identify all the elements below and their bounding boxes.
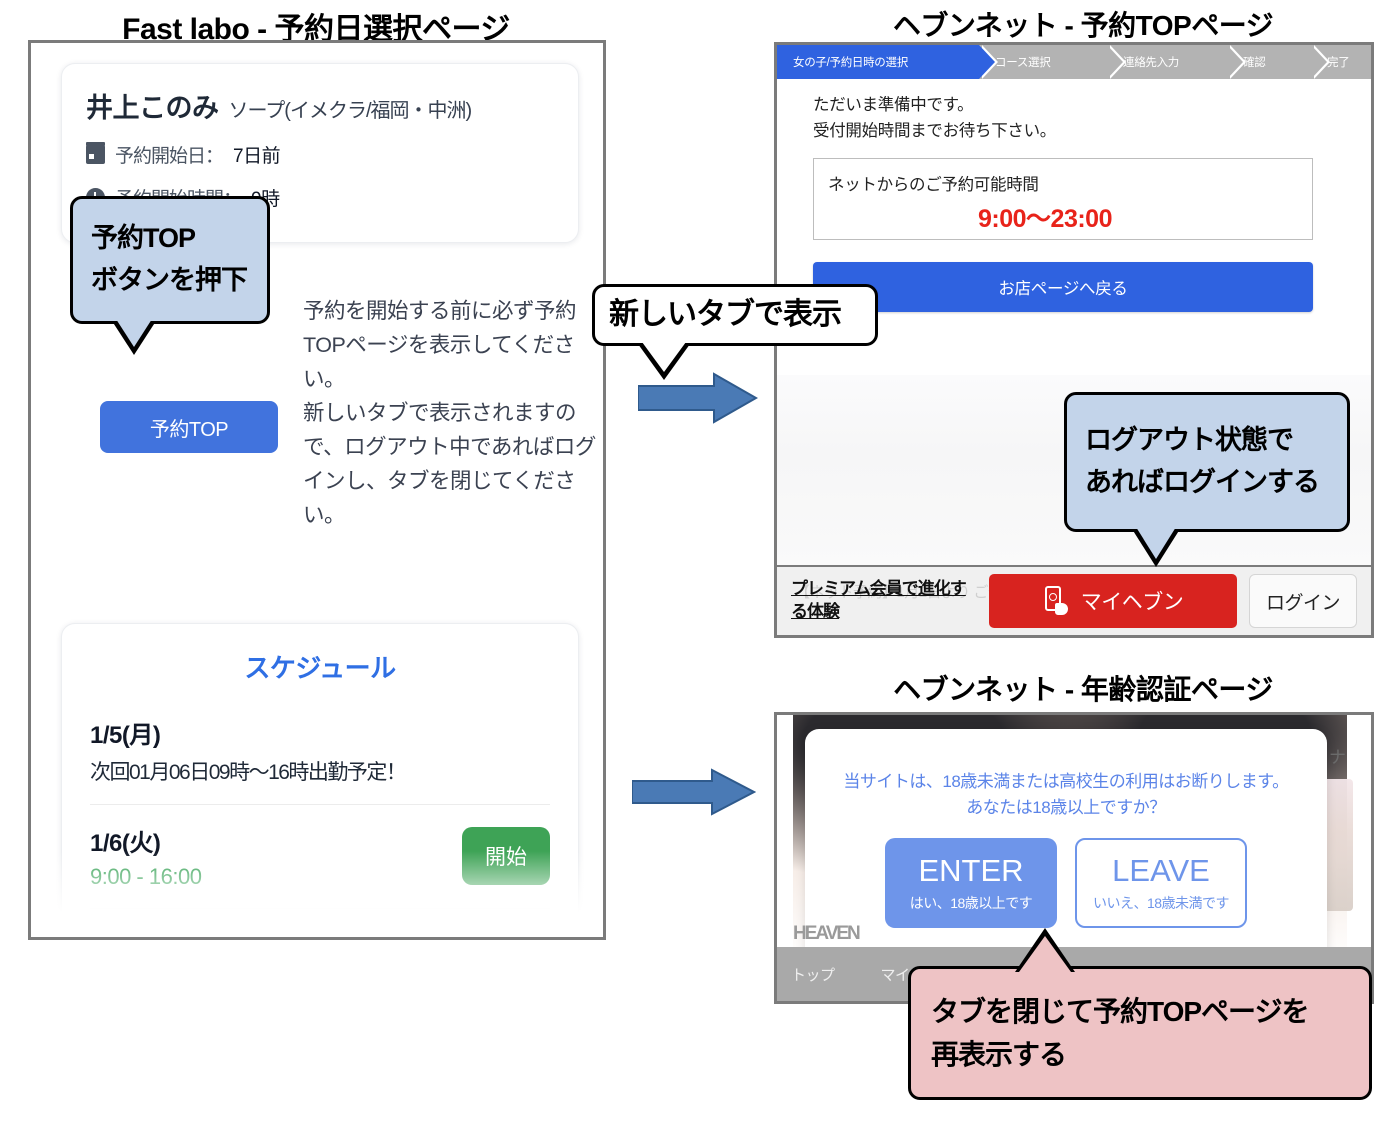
bottom-action-bar: 【ネット予約】1月2日より ご予約はご利用日の7日前 プレミアム会員で進化する体… [777,565,1371,635]
reservation-stepper: 女の子/予約日時の選択 コース選択 連絡先入力 確認 完了 [777,45,1371,79]
leave-label: LEAVE [1112,853,1210,888]
profile-header: 井上このみ ソープ(イメクラ/福岡・中洲) [86,86,554,125]
schedule-divider [90,908,550,909]
hours-label: ネットからのご予約可能時間 [828,176,1039,195]
callout-line: あればログインする [1085,467,1320,497]
notice-line-1: ただいま準備中です。 [813,96,974,114]
schedule-divider [90,804,550,805]
start-date-row: 予約開始日： 7日前 [86,141,554,168]
heaven-logo: HEAVEN [793,923,861,944]
schedule-row: 1/6(火) 9:00 - 16:00 開始 [90,823,550,890]
back-to-shop-button[interactable]: お店ページへ戻る [813,262,1313,313]
callout-line: ログアウト状態で [1085,425,1294,456]
callout-line: 新しいタブで表示 [609,297,842,331]
start-date-value: 7日前 [233,146,281,167]
enter-label: ENTER [918,853,1024,888]
profile-name: 井上このみ [86,93,219,123]
profile-shop: ソープ(イメクラ/福岡・中洲) [228,100,473,122]
enter-button[interactable]: ENTER はい、18歳以上です [885,838,1057,928]
login-button[interactable]: ログイン [1249,574,1357,628]
callout-line: 再表示する [931,1039,1067,1070]
yoyaku-top-button[interactable]: 予約TOP [100,401,278,453]
schedule-note: 次回01月06日09時〜16時出勤予定！ [90,761,407,784]
age-verification-modal: 当サイトは、18歳未満または高校生の利用はお断りします。 あなたは18歳以上です… [805,729,1327,979]
schedule-date: 1/5(月) [90,722,161,749]
enter-subtitle: はい、18歳以上です [909,895,1033,911]
leave-button[interactable]: LEAVE いいえ、18歳未満です [1075,838,1247,928]
notice-line-2: 受付開始時間までお待ち下さい。 [813,121,1057,140]
schedule-date: 1/7(水) [90,927,550,937]
calendar-icon [86,142,105,164]
heaven-net-age-verification-screen: ナ 当サイトは、18歳未満または高校生の利用はお断りします。 あなたは18歳以上… [774,712,1374,1004]
start-date-label: 予約開始日： [115,146,224,167]
callout-tail-fill [1136,527,1176,559]
stepper-label: 完了 [1327,57,1350,69]
hours-value: 9:00〜23:00 [978,205,1112,234]
stepper-label: 確認 [1243,57,1266,69]
leave-subtitle: いいえ、18歳未満です [1092,895,1230,911]
age-buttons: ENTER はい、18歳以上です LEAVE いいえ、18歳未満です [805,838,1327,928]
nav-item-top[interactable]: トップ [791,966,835,984]
stepper-label: 連絡先入力 [1123,57,1179,69]
schedule-card: スケジュール 1/5(月) 次回01月06日09時〜16時出勤予定！ 1/6(火… [61,623,579,937]
flow-arrow-to-reservation-top [638,372,758,424]
stepper-step-2[interactable]: コース選択 [979,45,1126,79]
schedule-row: 1/5(月) 次回01月06日09時〜16時出勤予定！ [90,715,550,786]
callout-tail-fill [1019,936,1071,972]
reservation-body: ただいま準備中です。 受付開始時間までお待ち下さい。 ネットからのご予約可能時間… [777,79,1371,313]
my-heaven-label: マイヘブン [1080,591,1184,614]
start-button[interactable]: 開始 [462,827,550,885]
stepper-step-3[interactable]: 連絡先入力 [1107,45,1246,79]
callout-line: ボタンを押下 [91,265,248,295]
callout-line: 予約TOP [91,223,196,254]
stepper-label: コース選択 [995,57,1051,69]
callout-login-if-logged-out: ログアウト状態で あればログインする [1064,392,1350,532]
stepper-label: 女の子/予約日時の選択 [793,57,908,69]
phone-hand-icon [1043,586,1069,616]
reservation-hours-box: ネットからのご予約可能時間 9:00〜23:00 [813,158,1313,241]
fast-labo-screen: 井上このみ ソープ(イメクラ/福岡・中洲) 予約開始日： 7日前 予約開始時間：… [28,40,606,940]
premium-member-link[interactable]: プレミアム会員で進化する体験 [791,579,967,621]
callout-tail-fill [116,319,152,347]
age-message-line-1: 当サイトは、18歳未満または高校生の利用はお断りします。 [843,772,1289,791]
instruction-text: 予約を開始する前に必ず予約TOPページを表示してください。 新しいタブで表示され… [303,299,596,527]
stepper-step-1[interactable]: 女の子/予約日時の選択 [777,45,998,79]
callout-tail-fill [642,342,686,372]
callout-press-yoyaku-top: 予約TOP ボタンを押下 [70,196,270,324]
schedule-row: 1/7(水) [90,927,550,937]
bottom-right-panel-title: ヘブンネット - 年齢認証ページ [893,674,1273,705]
nav-item-my-heaven[interactable]: マイ [880,966,911,984]
callout-line: タブを閉じて予約TOPページを [931,995,1310,1027]
my-heaven-button[interactable]: マイヘブン [989,574,1237,628]
flow-arrow-to-age-verification [632,768,756,816]
schedule-title: スケジュール [244,653,396,683]
callout-close-tab-reshow: タブを閉じて予約TOPページを 再表示する [908,966,1372,1100]
top-right-panel-title: ヘブンネット - 予約TOPページ [892,10,1274,41]
side-label: ナ [1329,748,1346,767]
age-message-line-2: あなたは18歳以上ですか？ [966,797,1166,817]
callout-open-new-tab: 新しいタブで表示 [592,284,878,346]
